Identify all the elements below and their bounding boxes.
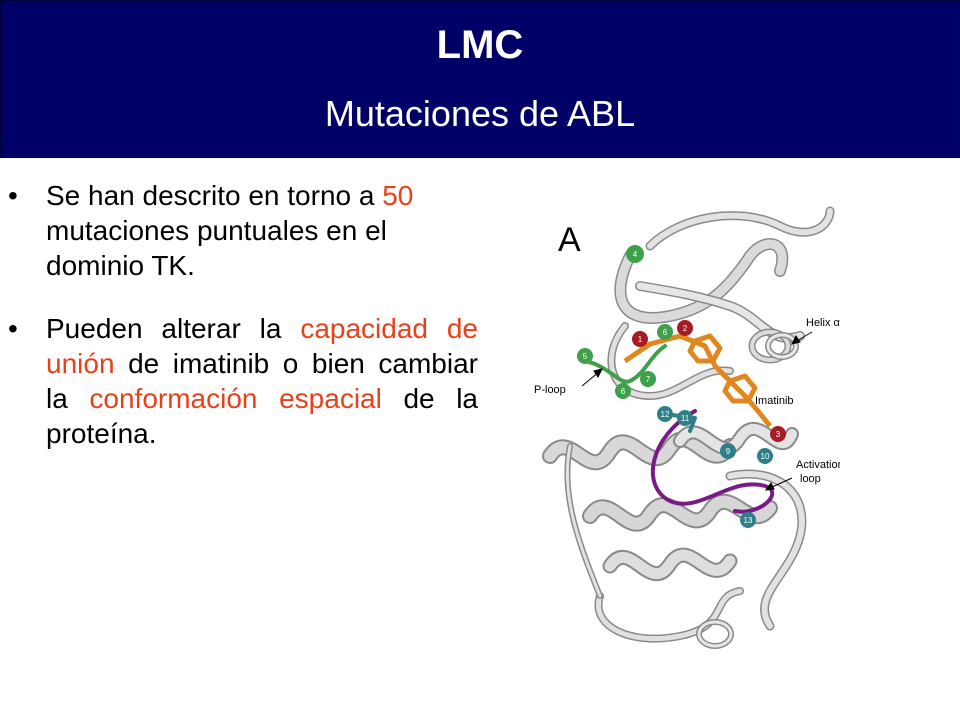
highlight-binding: capacidad de unión <box>46 313 478 379</box>
bullet-text: Pueden alterar la <box>46 313 301 344</box>
figure-annotations: A Helix αC P-loop Imatinib Activation lo… <box>534 221 840 485</box>
protein-structure-figure: 4 1 6 2 5 7 6 12 11 3 9 10 13 A Helix αC… <box>534 206 840 649</box>
slide-subtitle: Mutaciones de ABL <box>324 93 636 134</box>
label-ploop: P-loop <box>534 384 566 396</box>
label-helix: Helix αC <box>806 317 840 329</box>
marker-label: 13 <box>744 516 753 525</box>
bullet-item-mutations: • Se han descrito en torno a 50 mutacion… <box>8 178 478 283</box>
marker-label: 5 <box>583 352 588 361</box>
marker-label: 10 <box>761 452 770 461</box>
bullet-text: Se han descrito en torno a <box>46 180 383 211</box>
slide-title: LMC <box>436 23 524 67</box>
highlight-conformation: conformación espacial <box>89 383 382 414</box>
marker-label: 12 <box>661 410 670 419</box>
annotation-arrows <box>581 331 813 491</box>
bullet-list: • Se han descrito en torno a 50 mutacion… <box>8 178 478 479</box>
marker-label: 6 <box>663 328 668 337</box>
highlight-number: 50 <box>382 180 414 211</box>
bullet-dot: • <box>8 313 18 344</box>
bullet-text: de la proteína. <box>46 383 479 449</box>
mutation-markers: 4 1 6 2 5 7 6 12 11 3 9 10 13 <box>577 245 786 528</box>
panel-letter: A <box>558 221 581 259</box>
marker-label: 9 <box>726 447 731 456</box>
marker-label: 1 <box>638 335 643 344</box>
marker-label: 6 <box>621 387 626 396</box>
label-activation-loop: loop <box>800 473 821 485</box>
slide-header: LMC Mutaciones de ABL <box>0 0 960 158</box>
marker-label: 3 <box>776 430 781 439</box>
marker-label: 7 <box>646 375 651 384</box>
label-activation: Activation <box>796 459 840 471</box>
bullet-text: de imatinib o bien cambiar la <box>46 348 478 414</box>
bullet-text: mutaciones puntuales en el dominio TK. <box>46 215 387 281</box>
ribbon-backbone <box>542 206 835 649</box>
imatinib-molecule <box>623 333 772 428</box>
bullet-dot: • <box>8 180 18 211</box>
marker-label: 11 <box>681 414 690 423</box>
marker-label: 2 <box>683 324 688 333</box>
label-imatinib: Imatinib <box>755 395 794 407</box>
bullet-item-effects: • Pueden alterar la capacidad de unión d… <box>8 311 478 451</box>
marker-label: 4 <box>633 250 638 259</box>
